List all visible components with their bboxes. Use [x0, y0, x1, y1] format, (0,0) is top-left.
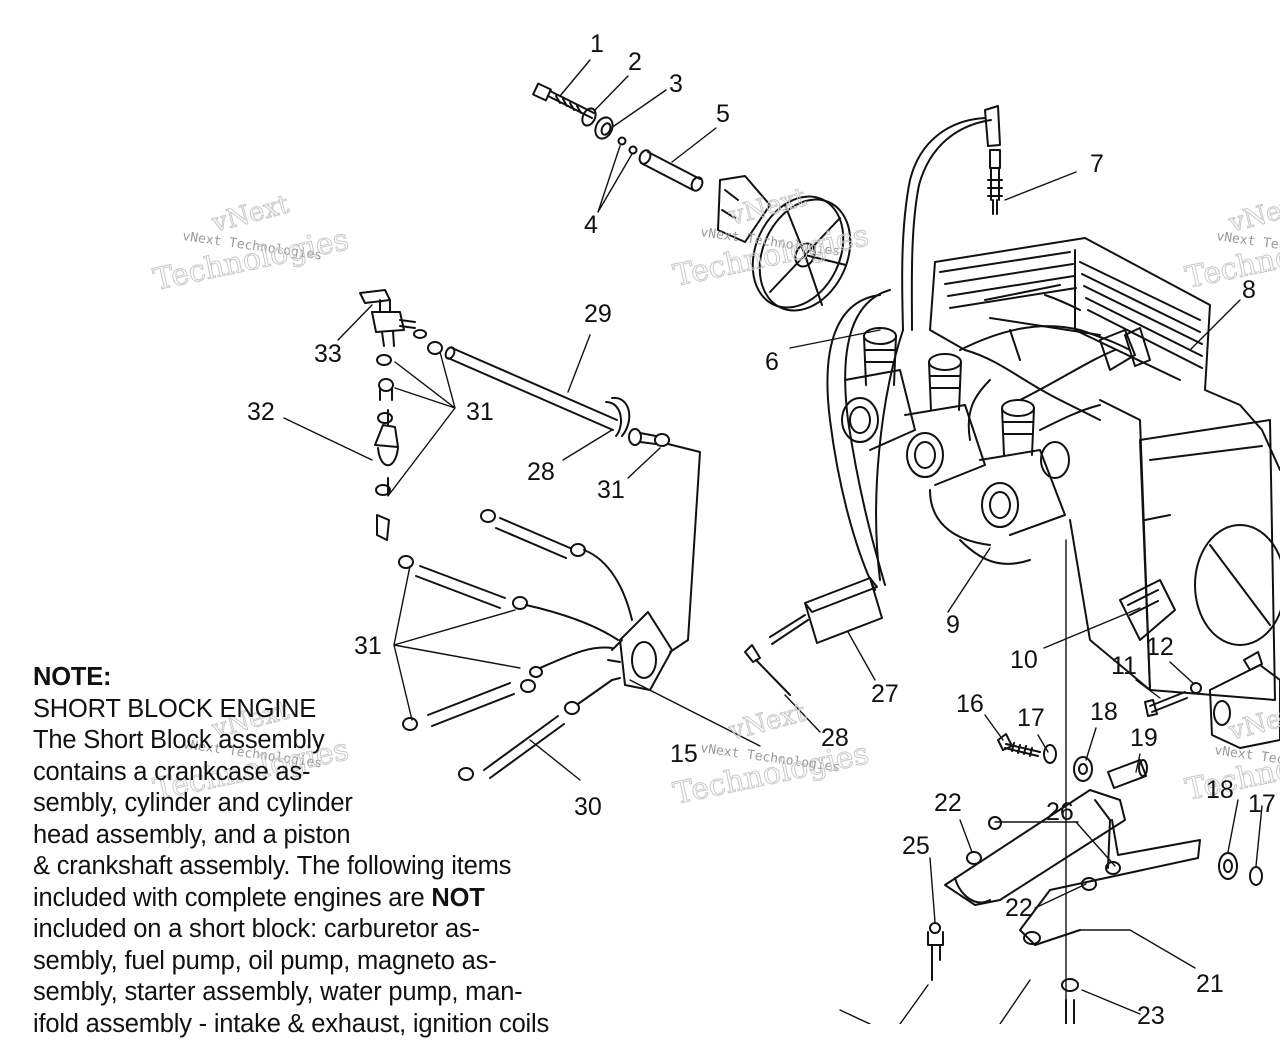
callout-17a: 17	[1017, 704, 1045, 732]
oil-hose-part	[481, 510, 632, 620]
callout-4: 4	[584, 211, 598, 239]
svg-text:Technologies: Technologies	[150, 222, 351, 298]
svg-text:vNext: vNext	[208, 189, 293, 239]
note-title: NOTE:	[33, 662, 633, 694]
spark-plug-part	[988, 150, 1002, 214]
callout-18b: 18	[1206, 776, 1234, 804]
callout-25: 25	[902, 832, 930, 860]
spacer-part	[1074, 757, 1092, 781]
oil-hose-part	[399, 556, 618, 640]
oil-return-line	[668, 444, 700, 652]
note-body-end: included on a short block: carburetor as…	[33, 915, 549, 1038]
engine-assembly	[930, 238, 1280, 700]
callout-23: 23	[1137, 1002, 1165, 1024]
callout-10: 10	[1010, 646, 1038, 674]
svg-text:vNext: vNext	[725, 182, 810, 232]
callout-1: 1	[590, 30, 604, 58]
carburetor-part	[905, 354, 985, 485]
callout-11: 11	[1111, 652, 1137, 680]
callout-21: 21	[1196, 970, 1224, 998]
fuel-pump-part	[360, 290, 426, 346]
callout-8: 8	[1242, 276, 1256, 304]
callout-31b: 31	[597, 476, 625, 504]
callout-5: 5	[716, 100, 730, 128]
callout-2: 2	[628, 48, 642, 76]
callout-16: 16	[956, 690, 984, 718]
callout-15: 15	[670, 740, 698, 768]
callout-6: 6	[765, 348, 779, 376]
callout-7: 7	[1090, 150, 1104, 178]
callout-28b: 28	[821, 724, 849, 752]
svg-text:vNext: vNext	[725, 697, 810, 747]
callout-22b: 22	[1005, 894, 1033, 922]
callout-32: 32	[247, 398, 275, 426]
callout-22a: 22	[934, 789, 962, 817]
callout-28a: 28	[527, 458, 555, 486]
stud-part	[928, 923, 1074, 1024]
note-body-emphasis: NOT	[431, 884, 484, 912]
callout-9: 9	[946, 611, 960, 639]
o-ring-part	[619, 138, 626, 145]
carburetor-part	[980, 400, 1069, 535]
svg-text:vNext: vNext	[1225, 697, 1280, 747]
washer-part	[1219, 853, 1237, 879]
sleeve-part	[1108, 760, 1147, 788]
clamp-part	[629, 429, 669, 446]
callout-12: 12	[1146, 633, 1174, 661]
carburetor-part	[842, 328, 915, 450]
bolt-part	[1145, 692, 1187, 716]
o-ring-part	[630, 147, 637, 154]
callout-17b: 17	[1248, 790, 1276, 818]
throttle-cables	[960, 326, 1150, 440]
note-body-start: SHORT BLOCK ENGINE The Short Block assem…	[33, 695, 511, 912]
lock-washer-part	[1191, 683, 1201, 693]
short-block-note: NOTE: SHORT BLOCK ENGINE The Short Block…	[33, 662, 633, 1040]
callout-26: 26	[1046, 798, 1074, 826]
callout-31a: 31	[466, 398, 494, 426]
callout-29: 29	[584, 300, 612, 328]
callout-31c: 31	[354, 632, 382, 660]
ignition-coil-part	[770, 578, 882, 644]
callout-33: 33	[314, 340, 342, 368]
washer-part	[1250, 867, 1262, 885]
note-body: SHORT BLOCK ENGINE The Short Block assem…	[33, 694, 633, 1040]
bolt-part	[998, 734, 1040, 756]
callout-3: 3	[669, 70, 683, 98]
callout-18a: 18	[1090, 698, 1118, 726]
callout-19: 19	[1130, 724, 1158, 752]
ignition-screw-part	[745, 645, 790, 695]
pin-part	[638, 149, 705, 193]
callout-27: 27	[871, 680, 899, 708]
